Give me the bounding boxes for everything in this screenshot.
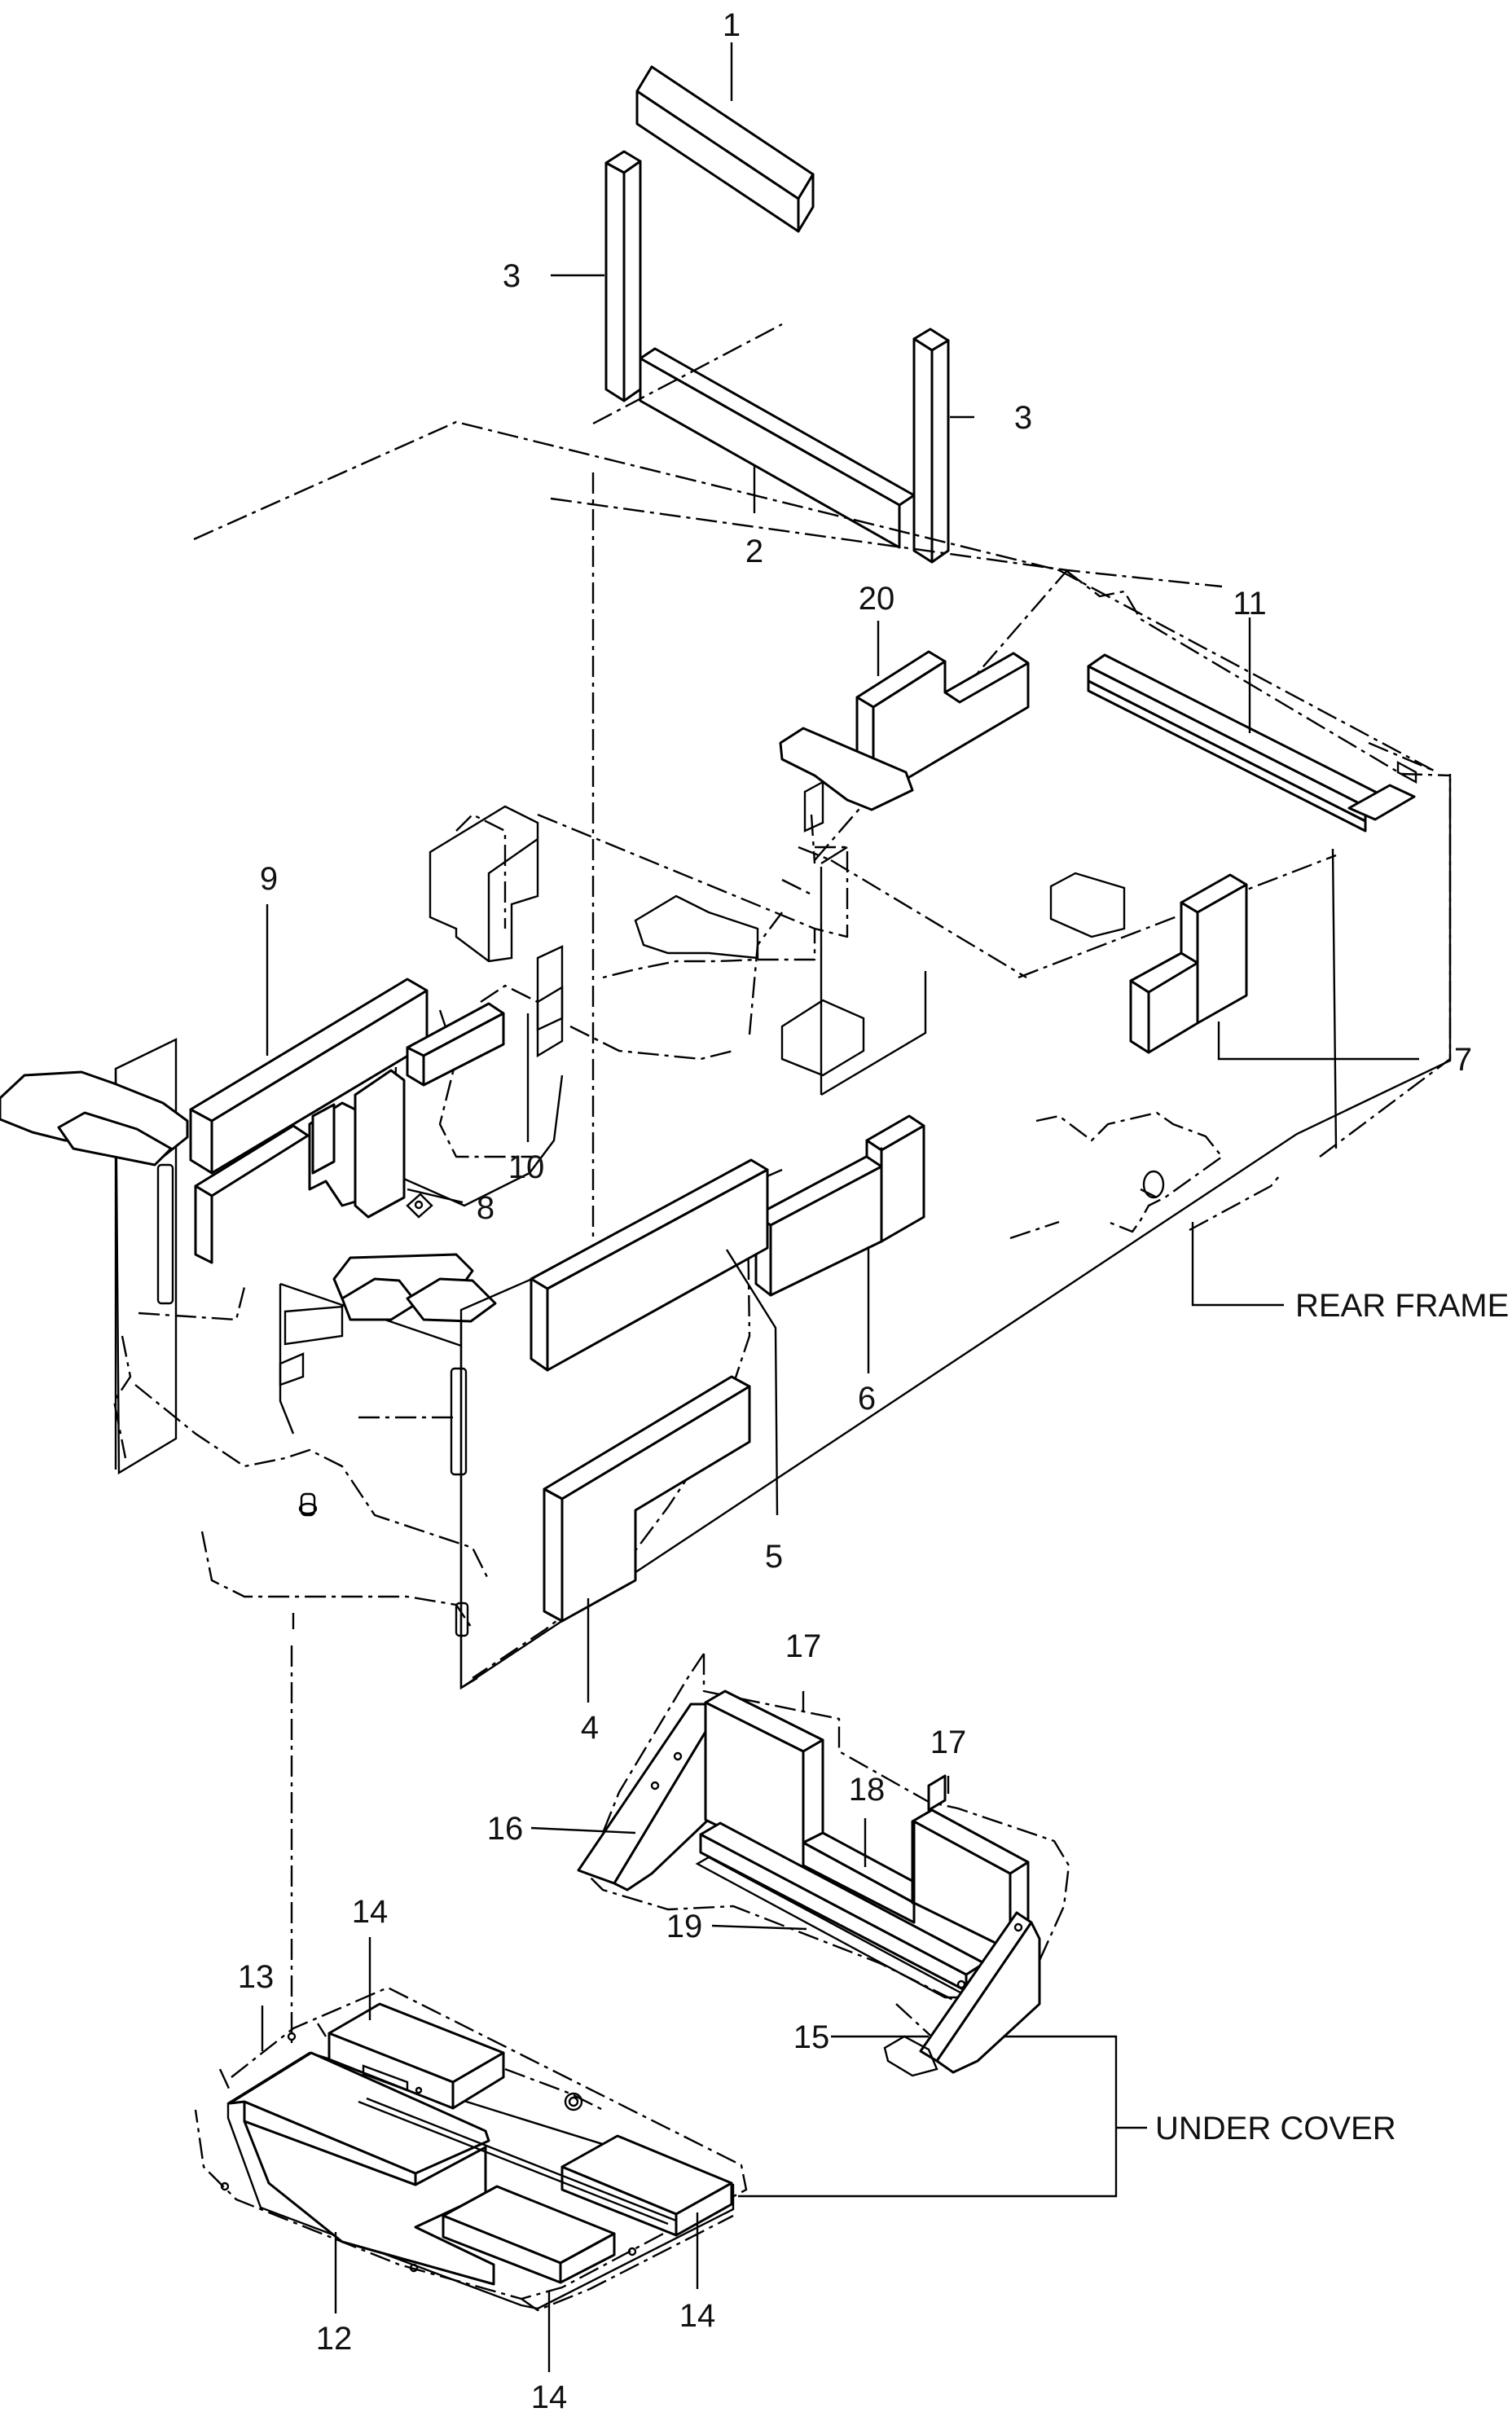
callout-14-top: 14	[352, 1894, 389, 1930]
callout-3-left: 3	[503, 258, 521, 294]
under-cover-label: UNDER COVER	[1155, 2111, 1396, 2146]
pad-part-10	[406, 945, 564, 1087]
pad-part-6	[754, 1114, 925, 1297]
callout-11: 11	[1233, 586, 1267, 622]
callout-6: 6	[858, 1381, 876, 1417]
callout-3-right: 3	[1014, 400, 1032, 436]
callout-12: 12	[316, 2321, 353, 2357]
callout-9: 9	[260, 861, 278, 897]
callout-18: 18	[849, 1772, 886, 1808]
callout-17-left: 17	[785, 1628, 822, 1664]
callout-1: 1	[723, 7, 741, 43]
callout-7: 7	[1454, 1042, 1472, 1078]
pad-part-9	[189, 978, 429, 1175]
callout-20: 20	[859, 581, 895, 617]
pad-part-1	[635, 65, 815, 233]
callout-14-bottom: 14	[531, 2379, 568, 2415]
pad-part-5	[530, 1158, 769, 1372]
rear-frame-body	[112, 323, 1452, 2045]
pad-part-3-left	[604, 150, 642, 402]
panel-left-inner	[194, 1069, 406, 1264]
callout-labels: 1 3 3 2 20 11 9 7 10 8 REAR FRAME 6 5 17…	[238, 7, 1510, 2415]
pad-part-20	[779, 650, 1030, 833]
callout-16: 16	[487, 1811, 524, 1847]
callout-4: 4	[581, 1710, 599, 1746]
pad-part-3-right	[912, 327, 950, 564]
callout-17-right: 17	[930, 1725, 967, 1760]
callout-19: 19	[666, 1909, 703, 1944]
pad-part-4	[543, 1375, 751, 1623]
callout-15: 15	[793, 2019, 830, 2055]
callout-13: 13	[238, 1959, 275, 1995]
under-cover-front	[194, 1986, 748, 2312]
callout-8: 8	[477, 1190, 494, 1226]
callout-10: 10	[508, 1149, 545, 1185]
callout-2: 2	[745, 534, 763, 569]
callout-5: 5	[765, 1539, 783, 1575]
leader-lines	[261, 42, 1419, 2372]
callout-14-right: 14	[679, 2298, 716, 2334]
pad-part-2	[639, 347, 916, 549]
pad-part-7	[1129, 873, 1248, 1054]
under-cover-rear	[577, 1653, 1070, 2077]
pad-part-11	[1087, 653, 1418, 833]
rear-frame-label: REAR FRAME	[1295, 1288, 1509, 1324]
